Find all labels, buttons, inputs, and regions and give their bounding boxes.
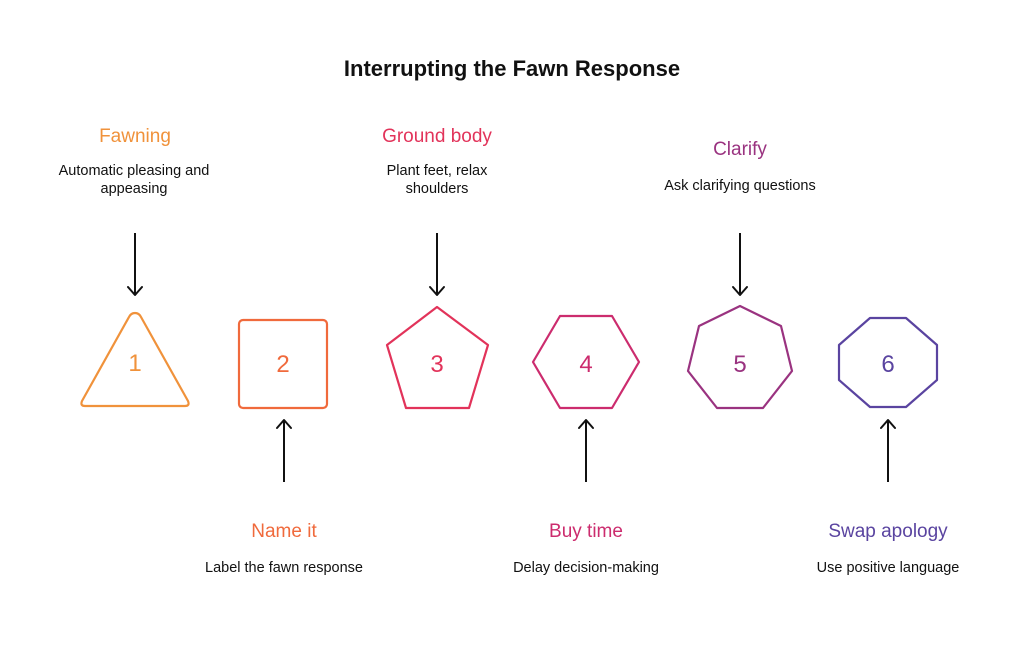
step-3-number: 3 — [430, 351, 443, 378]
step-2-title: Name it — [251, 521, 317, 542]
down-arrow-icon — [732, 233, 748, 296]
step-3: Ground body Plant feet, relax shoulders … — [382, 126, 492, 410]
up-arrow-icon — [276, 419, 292, 482]
step-5: Clarify Ask clarifying questions 5 — [664, 139, 816, 410]
octagon-icon — [837, 316, 939, 409]
step-2: 2 Name it Label the fawn response — [205, 318, 363, 576]
step-4: 4 Buy time Delay decision-making — [513, 314, 659, 576]
hexagon-icon — [531, 314, 641, 410]
step-6: 6 Swap apology Use positive language — [817, 316, 960, 576]
step-4-number: 4 — [579, 351, 592, 378]
step-2-number: 2 — [276, 351, 289, 378]
step-6-description: Use positive language — [817, 560, 960, 576]
step-1-title: Fawning — [99, 126, 171, 147]
step-4-description: Delay decision-making — [513, 560, 659, 576]
heptagon-icon — [686, 304, 794, 410]
step-5-number: 5 — [733, 351, 746, 378]
down-arrow-icon — [429, 233, 445, 296]
step-2-description: Label the fawn response — [205, 560, 363, 576]
step-3-description-line-2: shoulders — [406, 181, 469, 197]
step-3-description-line-1: Plant feet, relax — [387, 163, 488, 179]
step-1-description-line-1: Automatic pleasing and — [59, 163, 210, 179]
diagram-title: Interrupting the Fawn Response — [344, 56, 680, 81]
step-1: Fawning Automatic pleasing and appeasing… — [59, 126, 210, 408]
step-5-description: Ask clarifying questions — [664, 178, 816, 194]
step-3-title: Ground body — [382, 126, 492, 147]
down-arrow-icon — [127, 233, 143, 296]
step-1-number: 1 — [128, 350, 141, 377]
step-4-title: Buy time — [549, 521, 623, 542]
pentagon-icon — [385, 305, 490, 410]
step-6-number: 6 — [881, 351, 894, 378]
triangle-icon — [80, 311, 190, 408]
up-arrow-icon — [578, 419, 594, 482]
step-1-description-line-2: appeasing — [101, 181, 168, 197]
step-6-title: Swap apology — [828, 521, 948, 542]
step-5-title: Clarify — [713, 139, 767, 160]
up-arrow-icon — [880, 419, 896, 482]
square-icon — [237, 318, 329, 410]
